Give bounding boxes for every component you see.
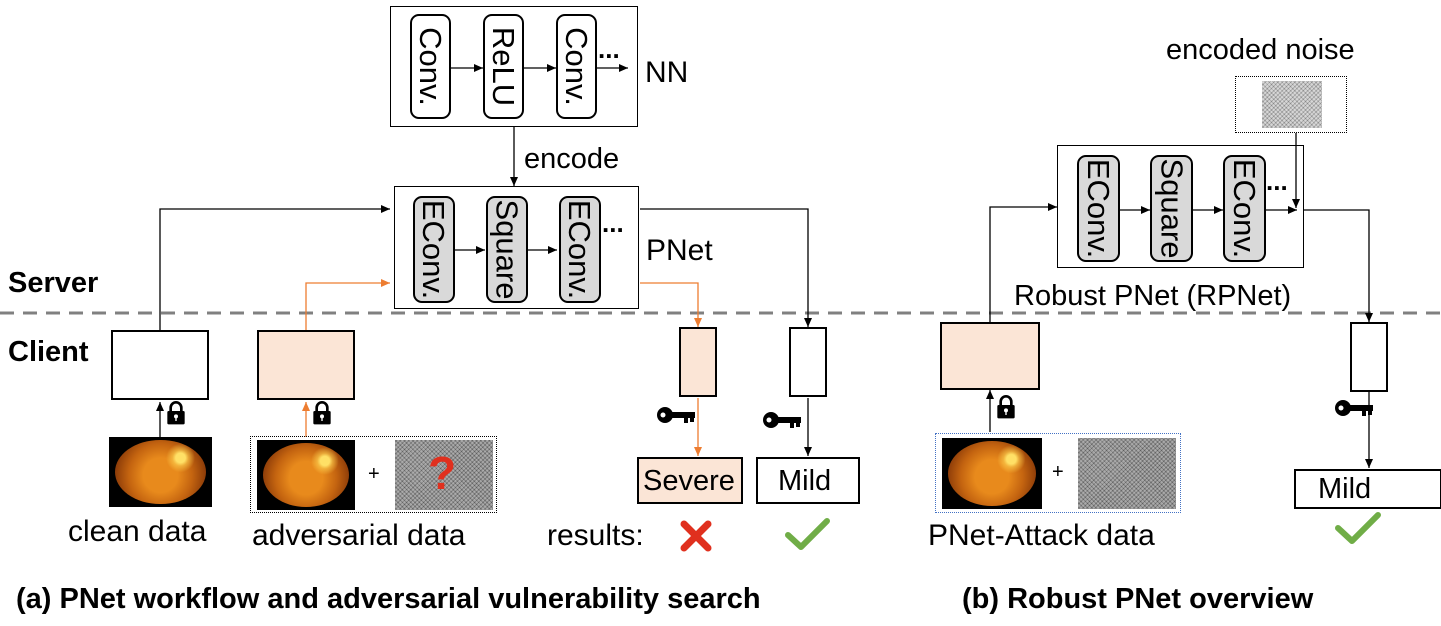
rpnet-op-econv-2: EConv. [1223, 155, 1266, 262]
pnet-ellipsis: ... [602, 208, 624, 238]
noise-image [1262, 81, 1322, 128]
nn-block [390, 6, 638, 127]
pnet-label: PNet [646, 234, 713, 267]
check-icon [1335, 512, 1381, 544]
rpnet-label: Robust PNet (RPNet) [1014, 280, 1292, 312]
adversarial-data-frame [250, 436, 497, 513]
pnet-block [394, 186, 639, 309]
lock-icon [312, 401, 332, 425]
question-icon: ? [428, 447, 457, 499]
encoded-noise-frame [1235, 76, 1347, 133]
noise-image [395, 440, 493, 510]
plus-sign: + [368, 463, 380, 485]
check-icon [785, 518, 830, 550]
cross-icon [680, 520, 712, 552]
nn-op-relu: ReLU [483, 14, 524, 119]
caption-a: (a) PNet workflow and adversarial vulner… [16, 583, 761, 615]
fundus-image [942, 438, 1042, 509]
clean-data-label: clean data [68, 515, 207, 548]
client-label: Client [8, 336, 89, 368]
rpnet-mild-encrypted-box [1350, 322, 1388, 392]
lock-icon [996, 395, 1016, 419]
noise-image [1078, 438, 1176, 509]
adversarial-path-arrow [305, 279, 390, 330]
adversarial-data-label: adversarial data [252, 519, 466, 552]
nn-ellipsis: ... [598, 34, 620, 64]
results-label: results: [547, 519, 644, 552]
nn-label: NN [645, 56, 689, 89]
severe-result-box [637, 457, 743, 504]
severe-encrypted-box [679, 327, 717, 397]
key-icon [1335, 400, 1373, 416]
mild-result-box-b [1294, 469, 1441, 509]
rpnet-op-econv-1: EConv. [1077, 155, 1120, 262]
rpnet-op-square: Square [1150, 155, 1193, 262]
clean-path-arrow [159, 205, 390, 330]
rpnet-block [1057, 145, 1304, 268]
pnet-op-square: Square [486, 196, 528, 303]
mild-result-label-b: Mild [1318, 473, 1372, 505]
adversarial-encrypted-box [257, 330, 355, 400]
mild-encrypted-box [789, 327, 827, 397]
lock-icon [166, 401, 186, 425]
nn-op-conv-2: Conv. [556, 14, 597, 119]
clean-encrypted-box [111, 330, 209, 400]
severe-output-arrow [640, 282, 702, 327]
severe-result-label: Severe [643, 465, 735, 497]
key-icon [763, 412, 801, 428]
pnet-attack-data-frame [935, 433, 1181, 513]
mild-result-label-a: Mild [778, 465, 832, 497]
pnet-attack-data-label: PNet-Attack data [928, 519, 1155, 552]
key-icon [657, 407, 695, 423]
caption-b: (b) Robust PNet overview [962, 583, 1314, 615]
server-label: Server [8, 267, 99, 299]
plus-sign: + [1052, 461, 1064, 483]
pnet-attack-encrypted-box [940, 322, 1040, 390]
rpnet-input-arrow [989, 203, 1057, 322]
fundus-image [109, 437, 212, 507]
nn-op-conv-1: Conv. [410, 14, 451, 119]
pnet-op-econv-2: EConv. [559, 196, 601, 303]
pnet-op-econv-1: EConv. [413, 196, 455, 303]
mild-result-box-a [756, 457, 860, 504]
encoded-noise-label: encoded noise [1166, 34, 1355, 66]
rpnet-output-arrow [1304, 209, 1373, 322]
fundus-image [257, 440, 355, 510]
mild-output-arrow [640, 208, 812, 327]
rpnet-ellipsis: ... [1266, 166, 1288, 196]
encode-label: encode [524, 143, 620, 175]
